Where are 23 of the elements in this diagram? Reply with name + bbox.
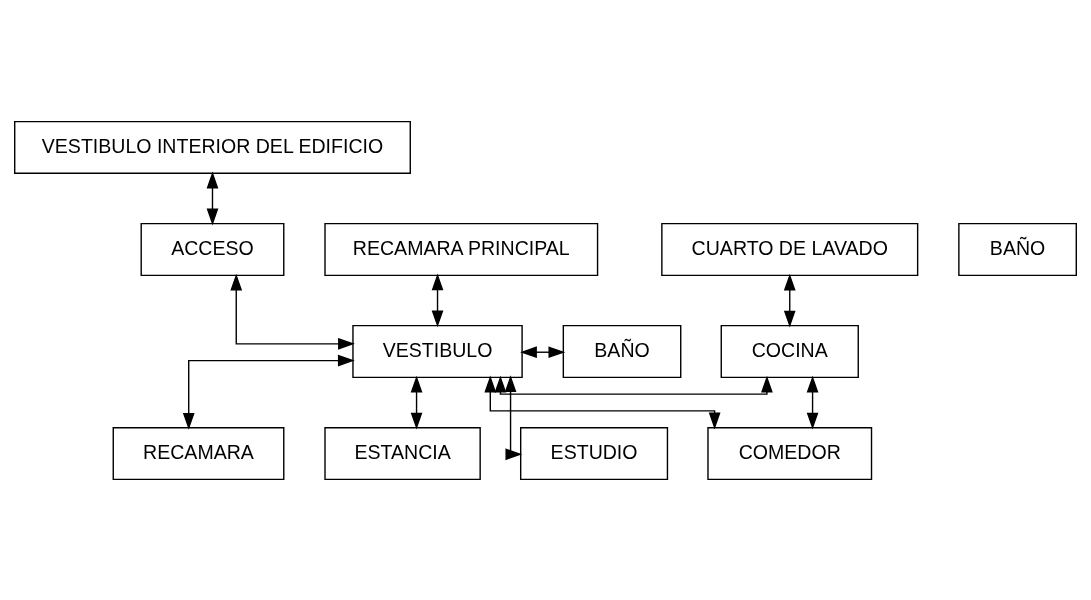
arrow: [494, 375, 773, 395]
node-box: COCINA: [720, 324, 859, 378]
arrow: [806, 375, 819, 429]
arrow: [182, 354, 355, 430]
node-box: ESTANCIA: [324, 426, 481, 480]
node-box: RECAMARA: [112, 426, 285, 480]
node-box: BAÑO: [562, 324, 682, 378]
arrow: [520, 345, 566, 358]
arrow: [410, 375, 423, 429]
node-box: BAÑO: [958, 222, 1077, 276]
arrow: [431, 273, 444, 327]
arrow: [484, 375, 721, 429]
node-box: COMEDOR: [707, 426, 873, 480]
node-box: CUARTO DE LAVADO: [661, 222, 919, 276]
arrow: [206, 171, 219, 225]
node-box: RECAMARA PRINCIPAL: [324, 222, 599, 276]
arrow: [783, 273, 796, 327]
node-box: VESTIBULO INTERIOR DEL EDIFICIO: [14, 120, 411, 174]
node-box: VESTIBULO: [352, 324, 523, 378]
node-box: ACCESO: [140, 222, 285, 276]
node-box: ESTUDIO: [520, 426, 669, 480]
arrow: [504, 374, 523, 460]
arrow: [230, 273, 355, 350]
